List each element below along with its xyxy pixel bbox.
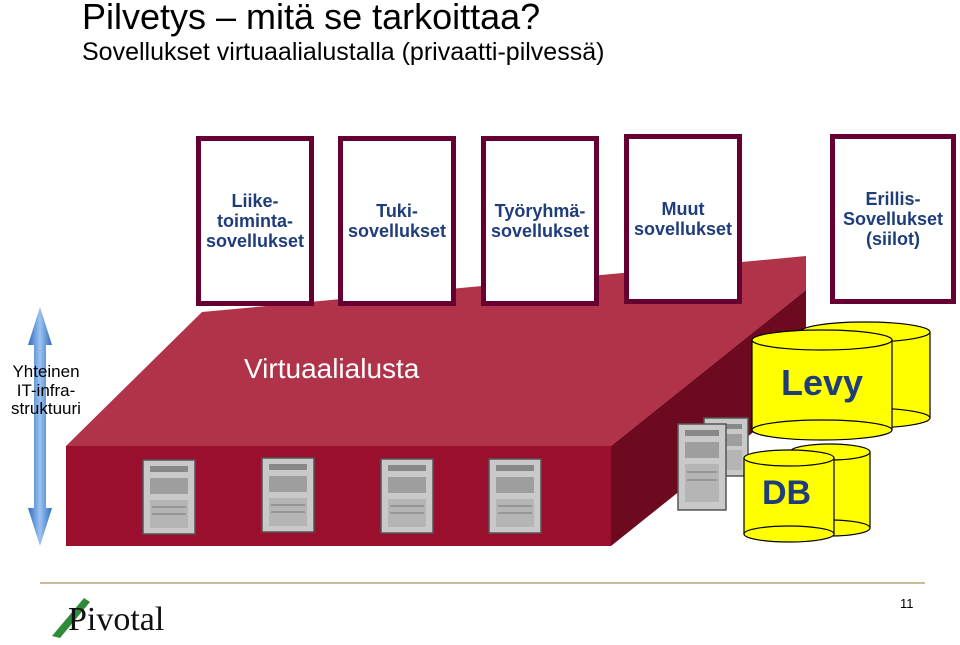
database-label: DB (762, 474, 812, 512)
page-subtitle: Sovellukset virtuaalialustalla (privaatt… (82, 38, 605, 66)
app-box-label: Erillis- Sovellukset (siilot) (842, 188, 944, 250)
app-box-label: Muut sovellukset (633, 198, 733, 239)
disk-label: Levy (781, 362, 864, 403)
app-box-tyoryhma: Työryhmä- sovellukset (481, 136, 599, 306)
database-cylinder-icon (743, 449, 835, 543)
server-icon (677, 423, 727, 511)
pivotal-logo: Pivotal (50, 588, 180, 645)
server-icon (142, 459, 196, 535)
server-icon (380, 458, 434, 534)
platform-top (66, 256, 806, 446)
app-box-tuki: Tuki- sovellukset (338, 136, 456, 306)
footer-divider (40, 582, 925, 584)
logo-text: Pivotal (68, 601, 164, 638)
app-box-label: Työryhmä- sovellukset (490, 200, 590, 241)
server-icon (488, 458, 542, 534)
app-box-label: Tuki- sovellukset (347, 200, 447, 241)
double-arrow-icon (28, 307, 52, 546)
app-box-erillis: Erillis- Sovellukset (siilot) (830, 134, 956, 304)
infrastructure-label: Yhteinen IT-infra- struktuuri (11, 362, 81, 419)
page-title: Pilvetys – mitä se tarkoittaa? (82, 0, 541, 37)
platform-label: Virtuaalialusta (244, 353, 420, 384)
disk-cylinder-icon (751, 329, 893, 441)
app-box-label: Liike- toiminta- sovellukset (205, 190, 305, 252)
page-number: 11 (900, 596, 914, 611)
app-box-liiketoiminta: Liike- toiminta- sovellukset (196, 136, 314, 306)
app-box-muut: Muut sovellukset (624, 134, 742, 304)
server-icon (261, 457, 315, 533)
